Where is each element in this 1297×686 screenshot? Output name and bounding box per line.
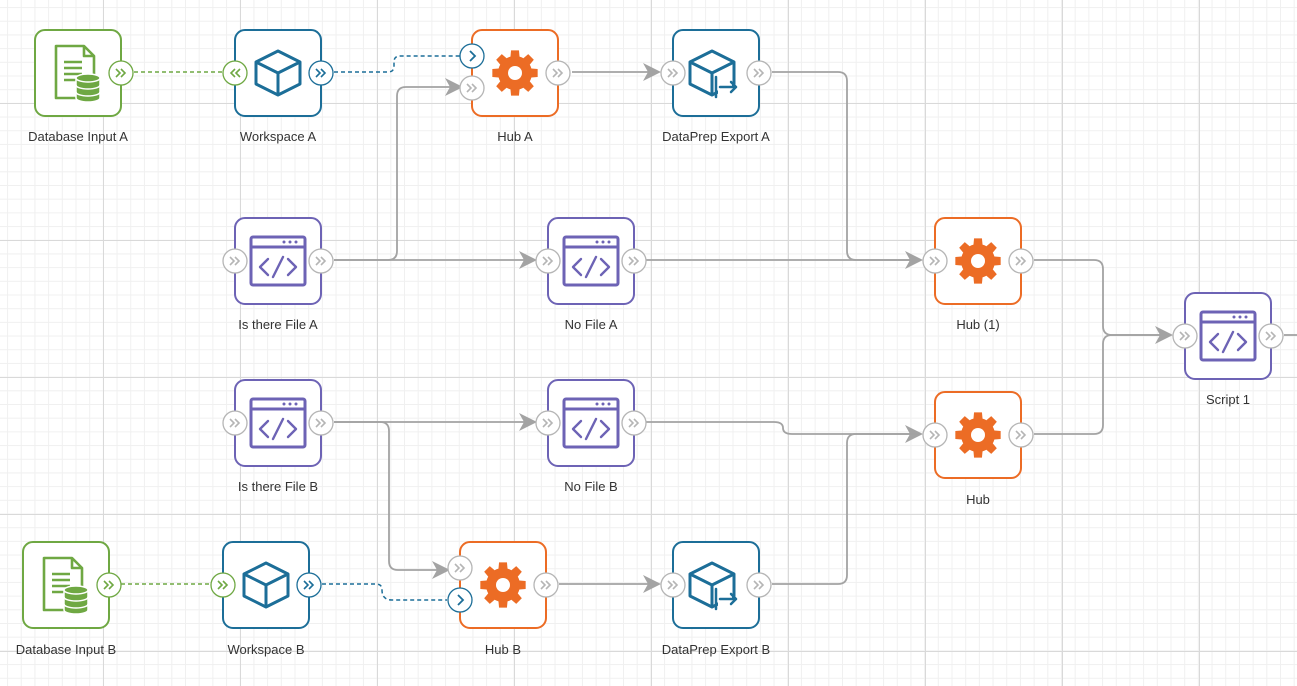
input-port[interactable] — [922, 422, 948, 448]
input-port-top[interactable] — [459, 43, 485, 69]
connector-hub-1-to-script-1[interactable] — [1034, 259, 1170, 336]
node-no-file-b[interactable] — [535, 379, 647, 467]
node-hub[interactable] — [922, 391, 1034, 479]
connector-hub-to-script-1[interactable] — [1034, 334, 1170, 435]
database-document-icon — [54, 44, 101, 103]
code-window-icon — [1199, 310, 1257, 362]
node-workspace-a[interactable] — [222, 29, 334, 117]
node-is-there-file-a[interactable] — [222, 217, 334, 305]
input-port[interactable] — [535, 410, 561, 436]
output-port[interactable] — [746, 60, 772, 86]
output-port[interactable] — [96, 572, 122, 598]
nodes-layer — [22, 29, 1284, 629]
cube-icon — [242, 561, 290, 609]
label-workspace-b: Workspace B — [227, 642, 305, 657]
node-dataprep-export-a[interactable] — [660, 29, 772, 117]
output-port[interactable] — [621, 248, 647, 274]
connector-file-b-to-hub-b[interactable] — [334, 421, 447, 571]
output-port[interactable] — [545, 60, 571, 86]
label-dataprep-export-b: DataPrep Export B — [661, 642, 771, 657]
input-port-bottom[interactable] — [459, 75, 485, 101]
label-no-file-a: No File A — [564, 317, 618, 332]
code-window-icon — [562, 397, 620, 449]
input-port[interactable] — [660, 60, 686, 86]
input-port[interactable] — [1172, 323, 1198, 349]
label-is-there-file-b: Is there File B — [237, 479, 319, 494]
node-script-1[interactable] — [1172, 292, 1284, 380]
label-is-there-file-a: Is there File A — [238, 317, 318, 332]
output-port[interactable] — [533, 572, 559, 598]
gear-icon — [492, 50, 538, 96]
gear-icon — [480, 562, 526, 608]
arrowhead — [643, 575, 661, 593]
node-hub-b[interactable] — [447, 541, 559, 629]
input-port-bottom[interactable] — [447, 587, 473, 613]
node-hub-a[interactable] — [459, 29, 571, 117]
connector-file-a-to-hub-a[interactable] — [334, 86, 460, 261]
output-port[interactable] — [1008, 248, 1034, 274]
output-port[interactable] — [308, 248, 334, 274]
input-port-top[interactable] — [447, 555, 473, 581]
output-port[interactable] — [1258, 323, 1284, 349]
export-cube-icon — [688, 49, 738, 99]
label-database-input-b: Database Input B — [15, 642, 117, 657]
node-no-file-a[interactable] — [535, 217, 647, 305]
input-port[interactable] — [660, 572, 686, 598]
code-window-icon — [562, 235, 620, 287]
input-port[interactable] — [535, 248, 561, 274]
arrowhead — [1155, 326, 1173, 344]
node-hub-1[interactable] — [922, 217, 1034, 305]
label-no-file-b: No File B — [564, 479, 618, 494]
arrowhead — [432, 561, 450, 579]
node-database-input-b[interactable] — [22, 541, 122, 629]
label-script-1: Script 1 — [1205, 392, 1251, 407]
input-port[interactable] — [222, 248, 248, 274]
gear-icon — [955, 238, 1001, 284]
label-hub: Hub — [966, 492, 990, 507]
connector-export-b-to-hub[interactable] — [772, 433, 920, 585]
node-dataprep-export-b[interactable] — [660, 541, 772, 629]
output-port[interactable] — [1008, 422, 1034, 448]
export-cube-icon — [688, 561, 738, 611]
output-port[interactable] — [296, 572, 322, 598]
connector-workspace-a-to-hub-a[interactable] — [334, 55, 460, 73]
connector-no-file-b-to-hub[interactable] — [646, 421, 920, 435]
connector-export-a-to-hub-1[interactable] — [772, 71, 920, 261]
arrowhead — [445, 78, 463, 96]
node-is-there-file-b[interactable] — [222, 379, 334, 467]
connector-workspace-b-to-hub-b[interactable] — [322, 583, 447, 601]
arrowhead — [643, 63, 661, 81]
arrowhead — [519, 413, 537, 431]
input-port[interactable] — [210, 572, 236, 598]
arrowhead — [519, 251, 537, 269]
output-port[interactable] — [308, 410, 334, 436]
database-document-icon — [42, 556, 89, 615]
output-port[interactable] — [108, 60, 134, 86]
label-dataprep-export-a: DataPrep Export A — [662, 129, 770, 144]
code-window-icon — [249, 235, 307, 287]
cube-icon — [254, 49, 302, 97]
label-hub-a: Hub A — [497, 129, 533, 144]
label-hub-1: Hub (1) — [956, 317, 1000, 332]
node-database-input-a[interactable] — [34, 29, 134, 117]
gear-icon — [955, 412, 1001, 458]
input-port[interactable] — [222, 60, 248, 86]
label-database-input-a: Database Input A — [28, 129, 128, 144]
output-port[interactable] — [308, 60, 334, 86]
node-workspace-b[interactable] — [210, 541, 322, 629]
output-port[interactable] — [746, 572, 772, 598]
input-port[interactable] — [222, 410, 248, 436]
label-workspace-a: Workspace A — [239, 129, 317, 144]
input-port[interactable] — [922, 248, 948, 274]
connections-layer — [121, 55, 1297, 601]
arrowhead — [905, 251, 923, 269]
label-hub-b: Hub B — [484, 642, 522, 657]
code-window-icon — [249, 397, 307, 449]
output-port[interactable] — [621, 410, 647, 436]
